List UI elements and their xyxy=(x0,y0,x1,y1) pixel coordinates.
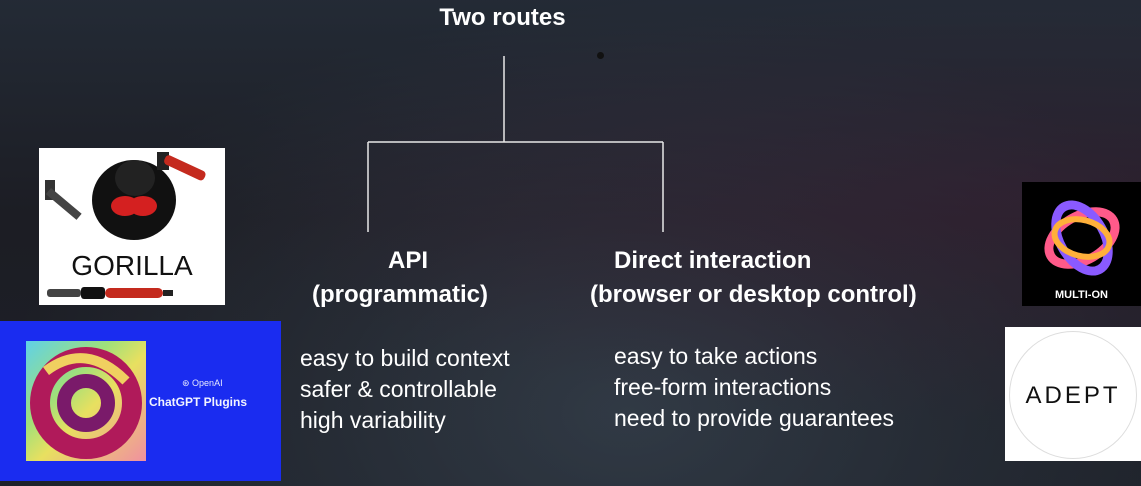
list-item: easy to build context xyxy=(300,345,510,371)
swirl-icon xyxy=(30,347,142,459)
direct-heading-line1: Direct interaction xyxy=(614,247,812,274)
chatgpt-plugins-label: ChatGPT Plugins xyxy=(149,395,248,409)
gorilla-label: GORILLA xyxy=(71,250,193,281)
openai-label: ⊛ OpenAI xyxy=(182,378,223,389)
list-item: high variability xyxy=(300,407,446,433)
list-item: easy to take actions xyxy=(614,343,818,369)
api-points: easy to build context safer & controllab… xyxy=(300,343,510,436)
direct-points: easy to take actions free-form interacti… xyxy=(614,341,894,434)
api-heading-line1: API xyxy=(387,247,428,274)
multion-icon xyxy=(1044,200,1120,276)
direct-heading-line2: (browser or desktop control) xyxy=(590,281,917,308)
list-item: safer & controllable xyxy=(300,376,497,402)
direct-heading: Direct interaction (browser or desktop c… xyxy=(585,244,975,312)
gorilla-logo: GORILLA xyxy=(39,148,225,305)
gorilla-icon xyxy=(45,152,206,299)
adept-logo: ADEPT xyxy=(1005,327,1141,461)
api-heading: API (programmatic) xyxy=(290,244,510,312)
adept-circle xyxy=(1009,331,1137,459)
list-item: need to provide guarantees xyxy=(614,405,895,431)
list-item: free-form interactions xyxy=(614,374,832,400)
chatgpt-plugins-logo: ⊛ OpenAI ChatGPT Plugins xyxy=(0,321,281,481)
api-heading-line2: (programmatic) xyxy=(311,281,489,308)
dot-mark xyxy=(597,52,604,59)
chatgpt-art xyxy=(26,341,146,461)
multion-label: MULTI-ON xyxy=(1055,289,1108,301)
openai-icon: ⊛ xyxy=(182,378,193,388)
slide-title: Two routes xyxy=(439,4,566,31)
multion-logo: MULTI-ON xyxy=(1022,182,1141,306)
openai-text: OpenAI xyxy=(192,378,223,388)
adept-label: ADEPT xyxy=(1025,382,1121,409)
